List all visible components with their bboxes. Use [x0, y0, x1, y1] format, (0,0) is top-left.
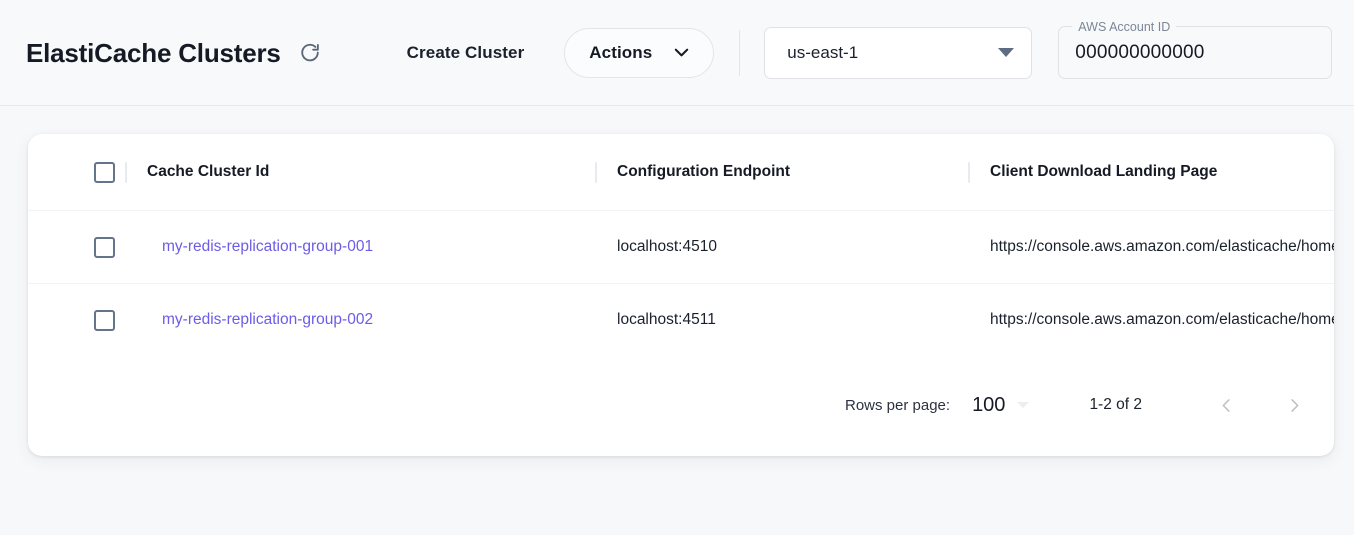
region-select-value: us-east-1 [787, 42, 859, 62]
row-checkbox[interactable] [94, 236, 115, 258]
header-toolbar: ElastiCache Clusters Create Cluster Acti… [0, 0, 1354, 105]
next-page-button[interactable] [1272, 383, 1316, 427]
select-all-header-cell [28, 134, 125, 211]
select-all-checkbox[interactable] [94, 161, 115, 183]
app-header: ElastiCache Clusters Create Cluster Acti… [0, 0, 1354, 106]
page-title: ElastiCache Clusters [26, 37, 281, 68]
column-header-label: Client Download Landing Page [990, 163, 1218, 180]
table-row[interactable]: my-redis-replication-group-001 localhost… [28, 210, 1334, 284]
cell-cache-cluster-id: my-redis-replication-group-001 [125, 210, 595, 284]
row-checkbox[interactable] [94, 309, 115, 331]
actions-button[interactable]: Actions [564, 27, 715, 78]
clusters-table: Cache Cluster Id Configuration Endpoint … [28, 134, 1334, 357]
chevron-left-icon [1222, 398, 1230, 412]
cell-configuration-endpoint: localhost:4511 [595, 283, 968, 357]
column-header-label: Configuration Endpoint [617, 163, 791, 180]
clusters-table-card: Cache Cluster Id Configuration Endpoint … [28, 134, 1334, 456]
column-separator [595, 161, 597, 183]
table-row[interactable]: my-redis-replication-group-002 localhost… [28, 283, 1334, 357]
column-separator [968, 161, 970, 183]
column-header-configuration-endpoint[interactable]: Configuration Endpoint [595, 134, 968, 211]
create-cluster-button[interactable]: Create Cluster [401, 35, 531, 71]
refresh-icon[interactable] [295, 38, 325, 68]
chevron-right-icon [1290, 398, 1298, 412]
previous-page-button[interactable] [1204, 383, 1248, 427]
rows-per-page-label: Rows per page: [845, 396, 951, 414]
column-header-cache-cluster-id[interactable]: Cache Cluster Id [125, 134, 595, 211]
aws-account-id-value: 000000000000 [1075, 41, 1205, 63]
row-select-cell [28, 210, 125, 284]
cell-client-download-landing-page: https://console.aws.amazon.com/elasticac… [968, 210, 1334, 284]
caret-down-icon [998, 48, 1015, 57]
cell-configuration-endpoint: localhost:4510 [595, 210, 968, 284]
table-header-row: Cache Cluster Id Configuration Endpoint … [28, 134, 1334, 211]
aws-account-id-field[interactable]: AWS Account ID 000000000000 [1058, 20, 1333, 79]
toolbar-divider [739, 29, 741, 76]
region-select[interactable]: us-east-1 [764, 26, 1033, 79]
rows-per-page-caret-down-icon[interactable] [1017, 402, 1030, 408]
table-header: Cache Cluster Id Configuration Endpoint … [28, 134, 1334, 211]
actions-button-label: Actions [589, 42, 653, 62]
row-select-cell [28, 283, 125, 357]
pagination-range-label: 1-2 of 2 [1089, 396, 1142, 413]
cell-cache-cluster-id: my-redis-replication-group-002 [125, 283, 595, 357]
rows-per-page-value[interactable]: 100 [972, 393, 1006, 416]
table-body: my-redis-replication-group-001 localhost… [28, 210, 1334, 357]
table-pagination: Rows per page: 100 1-2 of 2 [845, 354, 1320, 456]
cell-client-download-landing-page: https://console.aws.amazon.com/elasticac… [968, 283, 1334, 357]
column-separator [125, 161, 127, 183]
chevron-down-icon [675, 48, 689, 57]
cluster-id-link[interactable]: my-redis-replication-group-001 [162, 238, 374, 255]
cluster-id-link[interactable]: my-redis-replication-group-002 [162, 311, 374, 329]
column-header-label: Cache Cluster Id [147, 163, 270, 180]
column-header-client-download-landing-page[interactable]: Client Download Landing Page [968, 134, 1334, 211]
